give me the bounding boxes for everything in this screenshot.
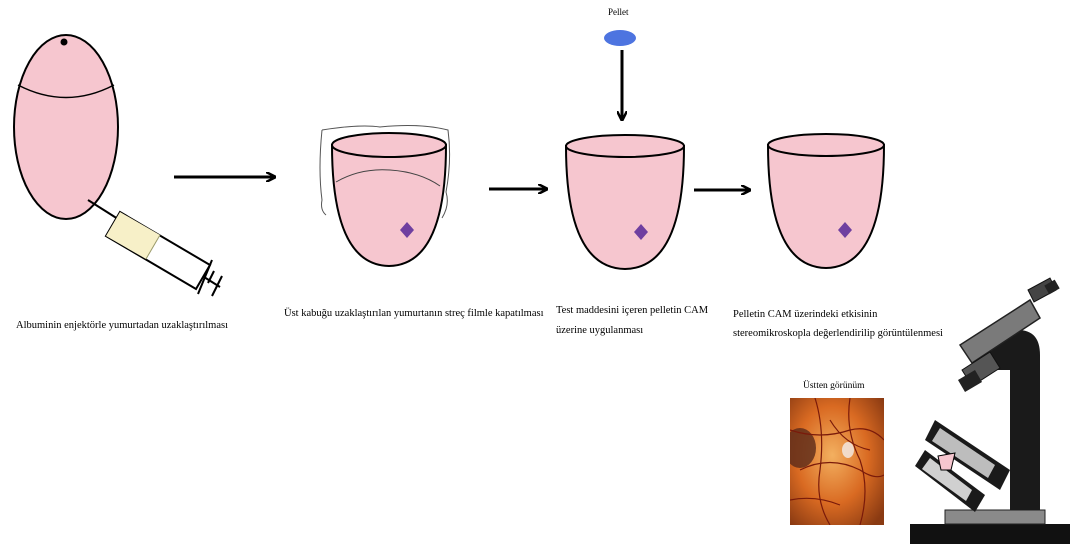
open-egg-icon (768, 134, 884, 268)
step3-caption-line2: üzerine uygulanması (556, 325, 643, 336)
pellet-icon (604, 30, 636, 46)
step3-caption-line1: Test maddesini içeren pelletin CAM (556, 305, 709, 316)
step4-caption-line2: stereomikroskopla değerlendirilip görünt… (733, 328, 943, 339)
cam-photo (784, 398, 884, 525)
top-view-label: Üstten görünüm (803, 379, 865, 391)
step1-caption: Albuminin enjektörle yumurtadan uzaklaşt… (16, 320, 228, 331)
step2-caption: Üst kabuğu uzaklaştırılan yumurtanın str… (284, 307, 544, 319)
open-egg-icon (566, 135, 684, 269)
step4-caption-line1: Pelletin CAM üzerindeki etkisinin (733, 309, 878, 320)
microscope-icon (910, 278, 1070, 544)
pellet-label: Pellet (608, 7, 629, 17)
syringe-icon (88, 200, 222, 296)
whole-egg-icon (14, 35, 118, 219)
open-egg-with-film-icon (320, 126, 450, 266)
